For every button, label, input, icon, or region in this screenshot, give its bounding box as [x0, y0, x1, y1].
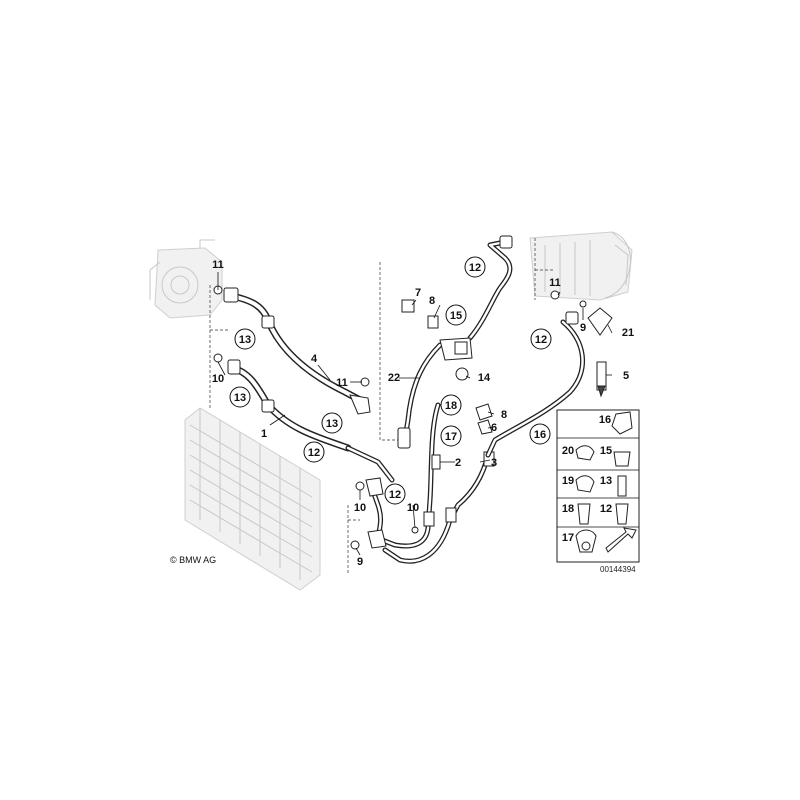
callout-10-b: 10 [354, 502, 366, 514]
callout-8-b: 8 [501, 409, 507, 421]
legend-13: 13 [600, 475, 612, 487]
callout-1: 1 [261, 428, 267, 440]
svg-text:8: 8 [429, 295, 435, 307]
pipe-top-12 [467, 235, 513, 341]
svg-text:9: 9 [357, 556, 363, 568]
copyright-text: © BMW AG [170, 555, 216, 565]
callout-4: 4 [311, 353, 318, 365]
legend-15: 15 [600, 445, 612, 457]
svg-text:22: 22 [388, 372, 400, 384]
condenser-fittings [365, 477, 387, 549]
svg-text:13: 13 [234, 392, 246, 404]
svg-text:12: 12 [535, 334, 547, 346]
svg-text:11: 11 [212, 259, 224, 271]
svg-text:10: 10 [407, 502, 419, 514]
legend-12: 12 [600, 503, 612, 515]
svg-text:13: 13 [326, 418, 338, 430]
svg-text:2: 2 [455, 457, 461, 469]
callout-12-b: 12 [384, 483, 406, 505]
callout-17: 17 [440, 425, 462, 447]
svg-text:11: 11 [336, 377, 348, 389]
svg-text:15: 15 [450, 310, 462, 322]
callout-3: 3 [491, 457, 497, 469]
svg-text:17: 17 [445, 431, 457, 443]
pipe-22 [397, 342, 443, 449]
svg-text:7: 7 [415, 287, 421, 299]
svg-text:9: 9 [580, 322, 586, 334]
svg-text:12: 12 [389, 489, 401, 501]
callout-22: 22 [388, 372, 400, 384]
svg-text:10: 10 [212, 373, 224, 385]
small-parts [213, 285, 613, 550]
callout-2: 2 [455, 457, 461, 469]
legend-18: 18 [562, 503, 574, 515]
svg-text:21: 21 [622, 327, 634, 339]
svg-text:10: 10 [354, 502, 366, 514]
legend-17: 17 [562, 532, 574, 544]
pipe-3 [382, 451, 495, 564]
callout-11-b: 11 [336, 377, 348, 389]
callout-6: 6 [491, 422, 497, 434]
svg-text:4: 4 [311, 353, 318, 365]
svg-text:12: 12 [469, 262, 481, 274]
svg-text:5: 5 [623, 370, 629, 382]
callout-10-c: 10 [407, 502, 419, 514]
pipe-2 [379, 402, 441, 549]
svg-text:13: 13 [239, 334, 251, 346]
legend-16: 16 [599, 414, 611, 426]
callout-13-a: 13 [234, 328, 256, 350]
hose-1 [227, 359, 395, 483]
expansion-valve [439, 337, 473, 381]
callout-10-a: 10 [212, 373, 224, 385]
callout-8-a: 8 [429, 295, 435, 307]
legend-20: 20 [562, 445, 574, 457]
evaporator-ghost [529, 231, 633, 301]
callout-18: 18 [440, 394, 462, 416]
callout-15: 15 [445, 304, 467, 326]
callout-9-b: 9 [357, 556, 363, 568]
pipe-16 [485, 311, 586, 458]
callout-12-a: 12 [303, 441, 325, 463]
callout-11-a: 11 [212, 259, 224, 271]
svg-text:14: 14 [478, 372, 491, 384]
svg-text:12: 12 [308, 447, 320, 459]
callout-11-c: 11 [549, 277, 561, 289]
compressor-ghost [149, 239, 223, 319]
callout-7: 7 [415, 287, 421, 299]
callout-16: 16 [529, 423, 551, 445]
hose-4 [223, 287, 371, 415]
callout-12-d: 12 [530, 328, 552, 350]
svg-text:11: 11 [549, 277, 561, 289]
svg-text:1: 1 [261, 428, 267, 440]
callout-13-c: 13 [321, 412, 343, 434]
callout-9-a: 9 [580, 322, 586, 334]
svg-text:8: 8 [501, 409, 507, 421]
callout-5: 5 [623, 370, 629, 382]
image-number: 00144394 [600, 565, 636, 574]
callout-21: 21 [622, 327, 634, 339]
svg-text:18: 18 [445, 400, 457, 412]
legend-19: 19 [562, 475, 574, 487]
legend-panel: 16 20 15 19 13 18 12 17 [556, 409, 640, 563]
callout-13-b: 13 [229, 386, 251, 408]
svg-text:6: 6 [491, 422, 497, 434]
callout-14: 14 [478, 372, 491, 384]
condenser-ghost [184, 407, 321, 591]
callout-12-c: 12 [464, 256, 486, 278]
svg-text:3: 3 [491, 457, 497, 469]
svg-text:16: 16 [534, 429, 546, 441]
